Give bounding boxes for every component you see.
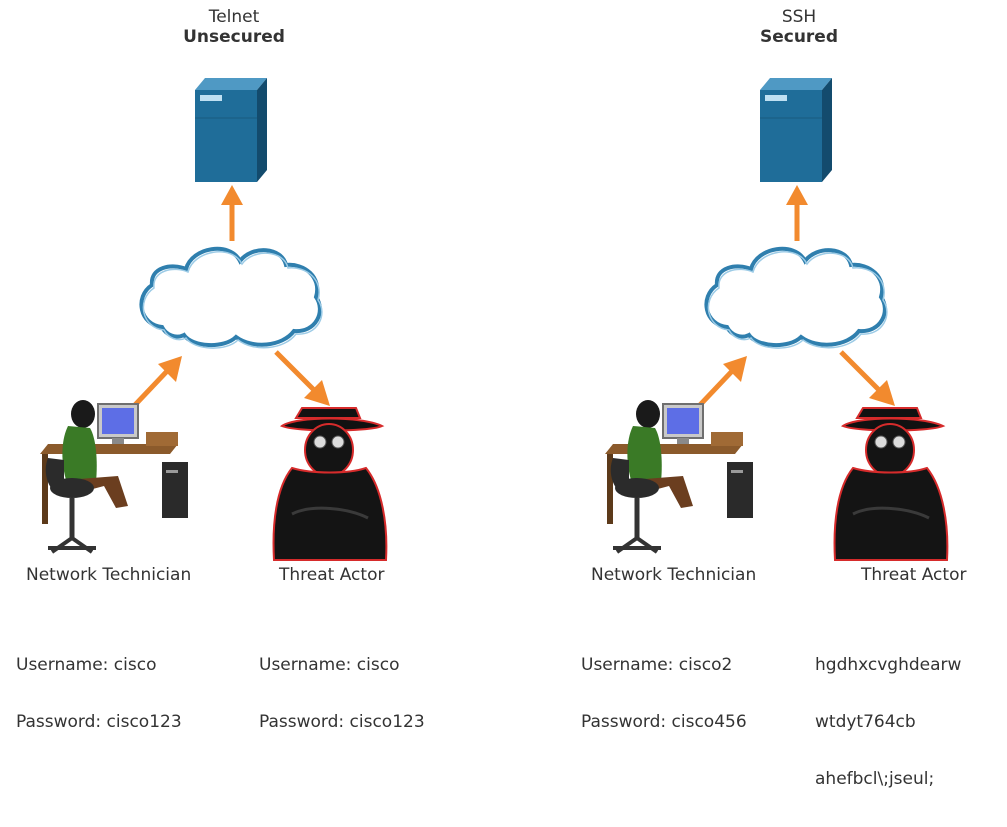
security-status: Secured (759, 27, 839, 47)
arrow-cloud-to-actor (274, 350, 330, 406)
ssh-panel: SSH Secured (565, 0, 1007, 789)
actor-captured-text: hgdhxcvghdearw wtdyt764cb ahefbcl\;jseul… (815, 618, 961, 827)
threat-actor-label: Threat Actor (861, 565, 967, 585)
threat-actor-icon (833, 407, 949, 561)
captured-line: Username: cisco (259, 655, 400, 675)
technician-label: Network Technician (26, 565, 192, 585)
server-icon (760, 78, 832, 182)
cred-line: Username: cisco (16, 655, 157, 675)
telnet-panel: Telnet Unsecured (0, 0, 503, 732)
arrow-up (221, 185, 243, 241)
protocol-title: Telnet (208, 7, 260, 27)
captured-line: hgdhxcvghdearw (815, 655, 962, 675)
captured-line: wtdyt764cb (815, 712, 916, 732)
technician-credentials: Username: cisco2 Password: cisco456 (581, 618, 747, 770)
cred-line: Password: cisco123 (16, 712, 182, 732)
security-status: Unsecured (183, 27, 285, 47)
protocol-title: SSH (781, 7, 817, 27)
cloud-icon (139, 246, 323, 349)
captured-line: Password: cisco123 (259, 712, 425, 732)
technician-icon (40, 400, 188, 554)
server-icon (195, 78, 267, 182)
arrow-cloud-to-actor (839, 350, 895, 406)
cred-line: Password: cisco456 (581, 712, 747, 732)
cloud-icon (704, 246, 888, 349)
technician-label: Network Technician (591, 565, 757, 585)
actor-captured-text: Username: cisco Password: cisco123 (259, 618, 425, 770)
threat-actor-label: Threat Actor (279, 565, 385, 585)
technician-icon (605, 400, 753, 554)
arrow-technician-to-cloud (132, 356, 182, 408)
captured-line: ahefbcl\;jseul; (815, 769, 935, 789)
technician-credentials: Username: cisco Password: cisco123 (16, 618, 182, 770)
arrow-up (786, 185, 808, 241)
cred-line: Username: cisco2 (581, 655, 733, 675)
threat-actor-icon (272, 407, 388, 561)
arrow-technician-to-cloud (697, 356, 747, 408)
